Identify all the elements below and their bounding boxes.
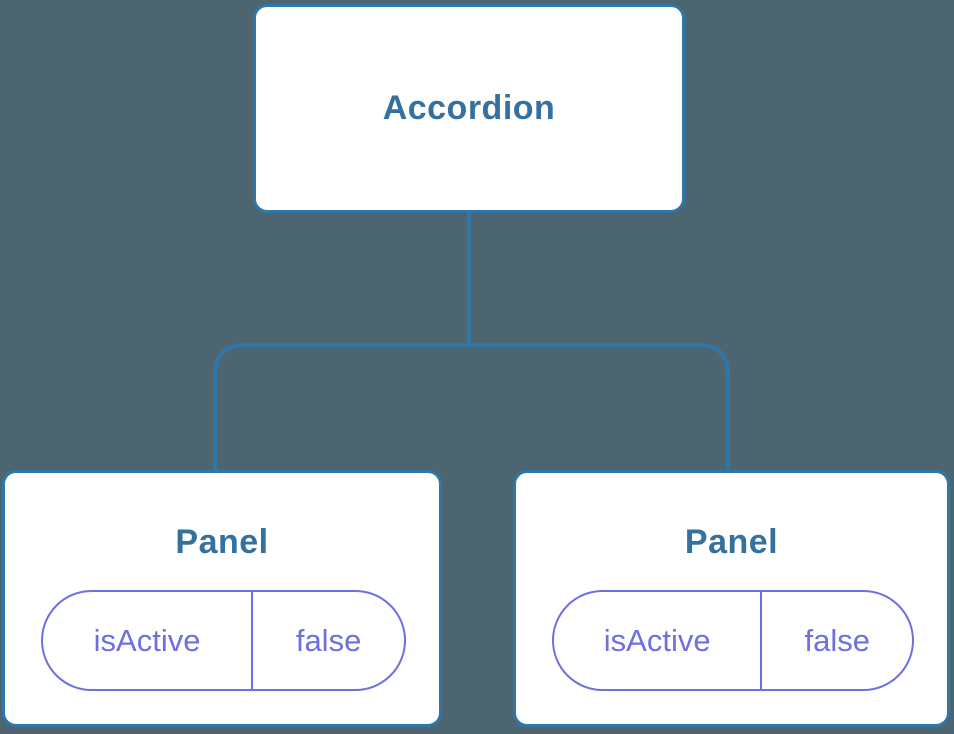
state-key-label: isActive — [603, 622, 711, 658]
panel-node-right: Panel isActive false — [513, 470, 950, 727]
panel-right-label: Panel — [684, 523, 779, 561]
state-key-label: isActive — [93, 622, 201, 658]
panel-left-label: Panel — [175, 523, 269, 561]
panel-right-state-pill: isActive false — [552, 590, 914, 691]
panel-left-state-pill: isActive false — [41, 590, 406, 691]
state-value-label: false — [760, 592, 912, 689]
state-value-label: false — [251, 592, 404, 689]
connector-bracket — [213, 343, 730, 472]
accordion-node: Accordion — [253, 4, 685, 213]
accordion-node-label: Accordion — [382, 89, 556, 127]
panel-node-left: Panel isActive false — [2, 470, 442, 727]
